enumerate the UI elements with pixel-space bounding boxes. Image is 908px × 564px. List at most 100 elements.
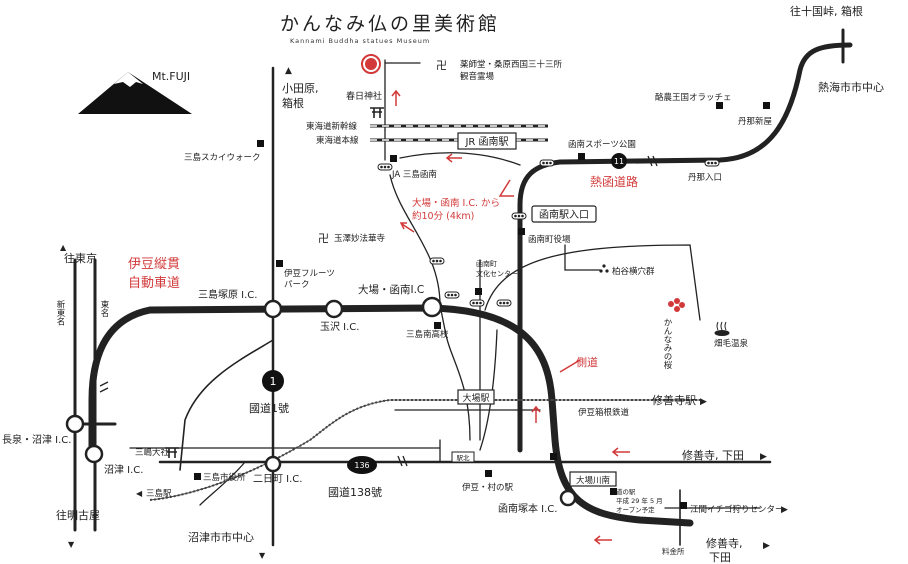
- to-tokyo-label: 往東京: [64, 251, 97, 265]
- east-arrow-3: ▶: [781, 505, 788, 515]
- nagaizumi-ic-label: 長泉・沼津 I.C.: [2, 433, 71, 446]
- tomei-label: 東名: [99, 299, 109, 318]
- kasuga-label: 春日神社: [346, 90, 382, 102]
- east-arrow: ▶: [700, 397, 707, 407]
- local-road-16: [199, 461, 246, 506]
- local-road-3: [484, 244, 701, 321]
- route-11-shield: 11: [611, 153, 627, 169]
- svg-text:大場川南: 大場川南: [576, 475, 610, 486]
- mishima-station-label: 三島駅: [146, 488, 172, 499]
- local-road-4: [564, 244, 601, 271]
- kannami-tsukamoto-ic-marker[interactable]: [559, 489, 577, 507]
- hot-spring-icon: [714, 321, 730, 336]
- izu-fruit-label-2: パーク: [284, 280, 310, 290]
- futsukamachi-ic-marker[interactable]: [264, 455, 282, 473]
- shuzenji-label-2b: 下田: [709, 551, 731, 564]
- mishima-taisha-label: 三嶋大社: [135, 447, 170, 458]
- atami-road-label: 熱函道路: [590, 174, 638, 189]
- numazu-center-label: 沼津市市中心: [188, 530, 254, 544]
- futsukamachi-ic-label: 二日町 I.C.: [253, 474, 302, 485]
- atami-road: [517, 42, 853, 453]
- map-labels: 小田原, 箱根 ▲ 往十国峠, 箱根 熱海市市中心 薬師堂・桑原西国三十三所 観…: [2, 4, 884, 564]
- tamasawa-ic-label: 玉沢 I.C.: [320, 320, 359, 333]
- atami-label: 熱海市市中心: [818, 80, 884, 94]
- manji-icon-2: 卍: [318, 232, 329, 245]
- dairy-label: 酪農王国オラッチェ: [655, 92, 732, 103]
- sakura-label: かんなみの桜: [662, 318, 672, 370]
- michinoeki-label-1: 道の駅: [616, 487, 636, 496]
- tsukahara-ic-label: 三島塚原 I.C.: [198, 288, 257, 301]
- mishima-tsukahara-ic-marker[interactable]: [263, 299, 283, 319]
- east-arrow-4: ▶: [763, 541, 770, 551]
- direction-arrows: [391, 89, 630, 545]
- strawberry-label: 江間イチゴ狩りセンター: [690, 504, 784, 515]
- manji-icon: 卍: [436, 59, 447, 72]
- route-136-shield: 136: [347, 456, 377, 474]
- cave-icon: [599, 264, 609, 273]
- railways: [149, 124, 700, 501]
- culture-center-label-2: 文化センター: [476, 269, 518, 278]
- yakushido-label-2: 観音霊場: [460, 71, 495, 82]
- north-arrow-top: ▲: [285, 66, 292, 76]
- roads: [73, 28, 853, 547]
- svg-text:大場駅: 大場駅: [462, 392, 489, 404]
- road-breaks: [99, 155, 658, 467]
- kannami-entrance-box[interactable]: 函南駅入口: [531, 205, 597, 223]
- oba-station-box[interactable]: 大場駅: [457, 389, 495, 405]
- svg-text:駅北: 駅北: [457, 454, 471, 462]
- kashiwa-cave-label: 柏谷横穴群: [612, 266, 655, 277]
- tokaido-label: 東海道本線: [316, 135, 359, 146]
- west-arrow: ◀: [136, 489, 143, 498]
- culture-center-label-1: 函南町: [476, 259, 497, 268]
- fuji-label: Mt.FUJI: [152, 70, 190, 83]
- jr-kannami-station-box[interactable]: JR 函南駅: [457, 132, 517, 150]
- south-arrow-center: ▼: [259, 551, 266, 560]
- to-nagoya-label: 往明古屋: [56, 508, 100, 522]
- shuzenji-station-label: 修善寺駅: [652, 393, 696, 407]
- izu-expressway-label-2: 自動車道: [128, 276, 180, 291]
- svg-text:136: 136: [354, 461, 369, 470]
- shin-tomei-label: 新東名: [55, 299, 65, 326]
- side-road-label: 側道: [576, 355, 598, 369]
- oba-kannami-ic-label: 大場・函南I.C: [358, 283, 424, 296]
- tanna-entrance-label: 丹那入口: [688, 173, 722, 183]
- local-road-2: [439, 304, 471, 441]
- route-1-shield: 1: [262, 370, 284, 392]
- jukkoku-label: 往十国峠, 箱根: [790, 4, 863, 18]
- mount-fuji-icon: [78, 72, 192, 114]
- city-hall-label: 三島市役所: [203, 472, 246, 483]
- yakushido-label-1: 薬師堂・桑原西国三十三所: [460, 59, 563, 70]
- ja-label: JA 三島函南: [391, 169, 437, 180]
- town-office-label: 函南町役場: [528, 234, 571, 245]
- south-arrow-left: ▼: [68, 540, 75, 549]
- tamasawa-temple-label: 玉澤妙法華寺: [334, 233, 386, 244]
- michinoeki-label-2: 平成 29 年 5 月: [616, 496, 663, 505]
- izu-fruit-label-1: 伊豆フルーツ: [284, 268, 335, 279]
- shuzenji-label-2a: 修善寺,: [706, 536, 743, 550]
- landmark-squares: [194, 102, 770, 509]
- numazu-ic-marker[interactable]: [84, 444, 104, 464]
- shuzenji-shimoda-label: 修善寺, 下田: [682, 448, 744, 462]
- oba-kawaminami-box[interactable]: 大場川南: [569, 471, 617, 487]
- odawara-label-1: 小田原,: [282, 82, 319, 95]
- odawara-label-2: 箱根: [282, 96, 304, 110]
- north-arrow-left: ▲: [60, 243, 67, 252]
- izu-expressway-label-1: 伊豆縦貫: [128, 257, 180, 272]
- mishima-minami-hs-label: 三島南高校: [406, 329, 449, 340]
- tanna-farm-label: 丹那新屋: [738, 116, 773, 127]
- skywalk-label: 三島スカイウォーク: [184, 152, 261, 163]
- museum-marker[interactable]: [361, 54, 381, 74]
- svg-text:JR 函南駅: JR 函南駅: [464, 135, 508, 148]
- toll-label: 料金所: [662, 546, 685, 556]
- svg-text:函南駅入口: 函南駅入口: [539, 208, 589, 221]
- ekimae-box: 駅北: [451, 451, 475, 463]
- local-road-6: [399, 152, 521, 166]
- nagaizumi-ic-marker[interactable]: [65, 414, 85, 434]
- svg-text:1: 1: [270, 375, 277, 388]
- oba-kannami-ic-marker[interactable]: [421, 296, 443, 318]
- izu-village-label: 伊豆・村の駅: [462, 482, 514, 493]
- route-1-label: 國道1號: [249, 401, 289, 415]
- tamasawa-ic-marker[interactable]: [324, 299, 344, 319]
